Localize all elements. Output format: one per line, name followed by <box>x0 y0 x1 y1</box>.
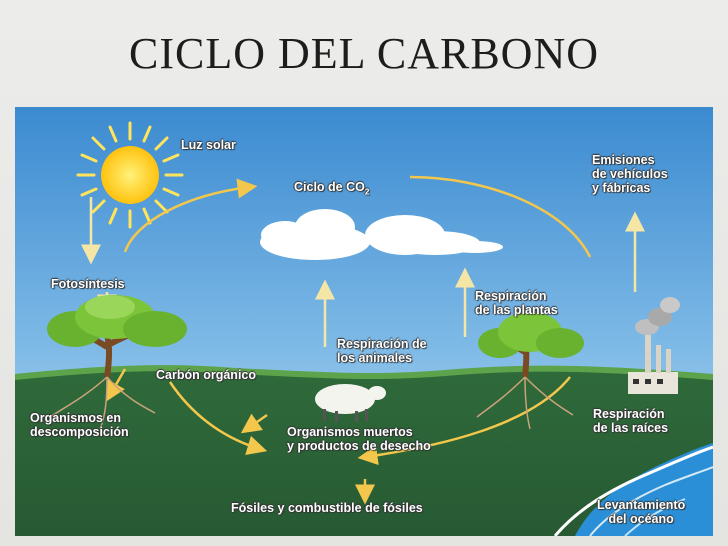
label-plant-respiration: Respiración de las plantas <box>475 289 558 317</box>
arrow-dead-organisms <box>240 413 268 434</box>
animal-resp-line-1: Respiración de <box>337 337 427 351</box>
plant-resp-line-1: Respiración <box>475 289 547 303</box>
sun-icon <box>76 121 184 229</box>
grass-line <box>15 365 713 380</box>
dead-line-1: Organismos muertos <box>287 425 413 439</box>
label-photosynthesis: Fotosíntesis <box>51 277 125 291</box>
ocean-line-1: Levantamiento <box>597 498 686 512</box>
co2-cycle-text: Ciclo de CO <box>294 180 365 194</box>
label-dead-organisms: Organismos muertos y productos de desech… <box>287 425 431 453</box>
cloud-icon <box>260 209 503 260</box>
label-animal-respiration: Respiración de los animales <box>337 337 427 365</box>
emissions-line-1: Emisiones <box>592 153 655 167</box>
root-resp-line-2: de las raíces <box>593 421 669 435</box>
diagram-canvas <box>15 107 713 536</box>
ocean-icon <box>553 443 713 536</box>
arrow-cycle-right <box>409 175 592 258</box>
animal-resp-line-2: los animales <box>337 351 413 365</box>
label-co2-cycle: Ciclo de CO2 <box>294 180 369 200</box>
carbon-cycle-diagram: Luz solar Ciclo de CO2 Emisiones de vehí… <box>15 107 713 536</box>
emissions-line-3: y fábricas <box>592 181 651 195</box>
arrow-cycle-left <box>123 178 258 253</box>
factory-icon <box>628 297 680 394</box>
label-decomposition: Organismos en descomposición <box>30 411 129 439</box>
label-emissions: Emisiones de vehículos y fábricas <box>592 153 668 195</box>
ocean-line-2: del océano <box>608 512 674 526</box>
arrow-decomposition <box>106 368 127 402</box>
label-root-respiration: Respiración de las raíces <box>593 407 668 435</box>
arrow-cycle-bottom-left <box>168 381 268 455</box>
label-sunlight: Luz solar <box>181 138 236 152</box>
slide-title: CICLO DEL CARBONO <box>128 29 600 78</box>
co2-subscript: 2 <box>364 187 370 197</box>
decomp-line-1: Organismos en <box>30 411 121 425</box>
plant-resp-line-2: de las plantas <box>475 303 558 317</box>
emissions-line-2: de vehículos <box>592 167 668 181</box>
tree-icon-left <box>47 295 187 430</box>
label-ocean-uplift: Levantamiento del océano <box>597 498 685 526</box>
decomp-line-2: descomposición <box>30 425 129 439</box>
arrow-cycle-bottom-right <box>357 376 571 466</box>
dead-line-2: y productos de desecho <box>287 439 431 453</box>
label-fossils: Fósiles y combustible de fósiles <box>231 501 423 515</box>
sheep-icon <box>315 384 386 422</box>
tree-icon-right <box>476 312 584 430</box>
root-resp-line-1: Respiración <box>593 407 665 421</box>
label-organic-carbon: Carbón orgánico <box>156 368 257 382</box>
